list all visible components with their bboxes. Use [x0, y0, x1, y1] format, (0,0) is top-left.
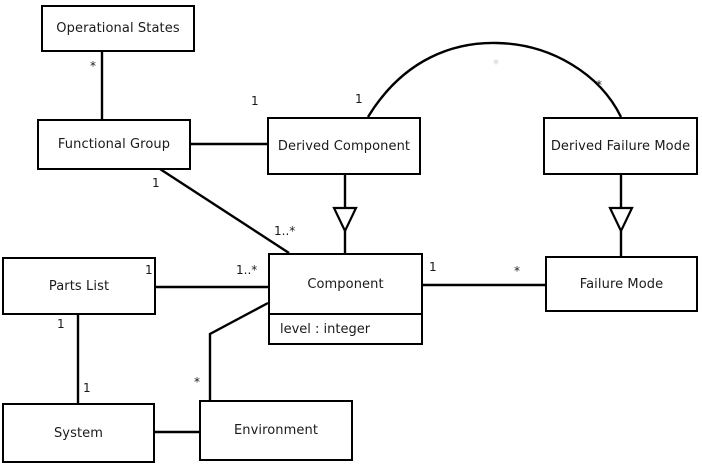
class-name-derived-failure-mode: Derived Failure Mode: [550, 138, 691, 154]
multiplicity-derived-curve-apex: *: [493, 57, 499, 71]
multiplicity-derived-component-end: 1: [251, 94, 259, 108]
class-box-functional-group[interactable]: Functional Group: [37, 119, 191, 170]
multiplicity-component-failure-mode-source: 1: [429, 260, 437, 274]
multiplicity-parts-list-component-target: 1..*: [236, 263, 258, 277]
class-box-parts-list[interactable]: Parts List: [2, 257, 156, 315]
class-box-system[interactable]: System: [2, 403, 155, 463]
class-box-derived-component[interactable]: Derived Component: [267, 117, 421, 175]
class-name-failure-mode: Failure Mode: [579, 276, 664, 292]
multiplicity-parts-list-system-source: 1: [57, 317, 65, 331]
class-box-component[interactable]: Component level : integer: [268, 253, 423, 345]
multiplicity-operational-states-end: *: [90, 59, 96, 73]
class-name-operational-states: Operational States: [56, 21, 180, 36]
edge-functional-group-component: [159, 167, 290, 255]
edge-derived-component-derived-failure-mode: [366, 41, 623, 118]
multiplicity-derived-component-curve-source: 1: [355, 92, 363, 106]
class-attribute-component-level: level : integer: [270, 313, 421, 343]
class-box-derived-failure-mode[interactable]: Derived Failure Mode: [543, 117, 698, 175]
multiplicity-parts-list-component-source: 1: [145, 263, 153, 277]
class-box-environment[interactable]: Environment: [199, 400, 353, 461]
class-box-operational-states[interactable]: Operational States: [41, 5, 195, 52]
multiplicity-functional-group-component-target: 1..*: [274, 224, 296, 238]
class-name-derived-component: Derived Component: [277, 138, 411, 154]
class-name-parts-list: Parts List: [48, 278, 110, 294]
multiplicity-parts-list-system-target: 1: [83, 381, 91, 395]
hollow-triangle-arrowhead-component: [332, 206, 358, 234]
multiplicity-functional-group-component-source: 1: [152, 176, 160, 190]
class-name-component: Component: [307, 276, 384, 292]
hollow-triangle-arrowhead-failure-mode: [608, 206, 634, 234]
class-name-environment: Environment: [233, 423, 319, 438]
edge-component-environment: [208, 301, 269, 400]
multiplicity-component-environment-end: *: [194, 375, 200, 389]
class-name-functional-group: Functional Group: [57, 137, 171, 152]
multiplicity-component-failure-mode-target: *: [514, 264, 520, 278]
multiplicity-derived-failure-mode-curve-target: *: [596, 78, 602, 92]
class-box-failure-mode[interactable]: Failure Mode: [545, 256, 698, 312]
class-name-system: System: [53, 425, 104, 441]
